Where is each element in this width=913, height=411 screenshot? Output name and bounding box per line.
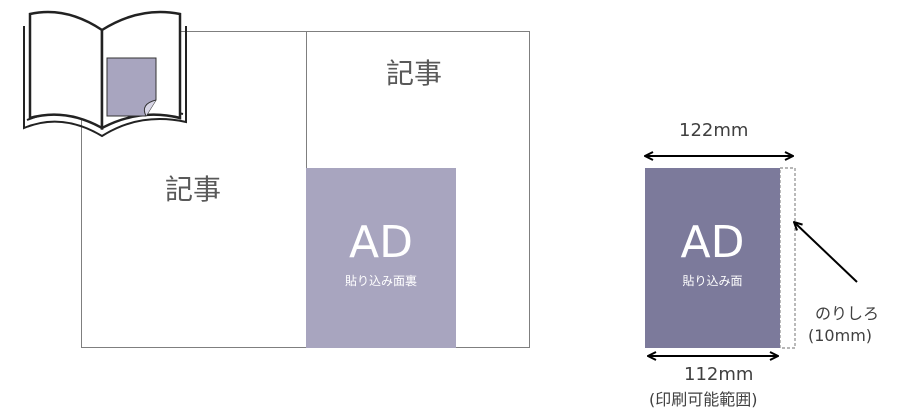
spread-ad-subtitle: 貼り込み面裏 <box>344 274 417 288</box>
glue-margin-size: (10mm) <box>808 326 873 345</box>
article-label-right: 記事 <box>386 57 443 90</box>
glue-margin-strip <box>779 167 796 349</box>
spread-ad-title: AD <box>349 217 413 268</box>
sheet-ad-subtitle: 貼り込み面 <box>682 274 743 288</box>
spread-ad-block: AD 貼り込み面裏 <box>306 168 456 348</box>
glue-margin-label: のりしろ <box>815 304 880 323</box>
article-label-left: 記事 <box>165 173 222 206</box>
sheet-ad-block: AD 貼り込み面 <box>645 168 780 348</box>
bottom-width-caption: (印刷可能範囲) <box>649 390 758 409</box>
bottom-width-label: 112mm <box>684 364 754 385</box>
top-width-label: 122mm <box>679 120 749 141</box>
glue-pointer-arrow <box>794 222 858 283</box>
sheet-ad-title: AD <box>680 217 745 268</box>
open-book-icon <box>23 10 187 138</box>
